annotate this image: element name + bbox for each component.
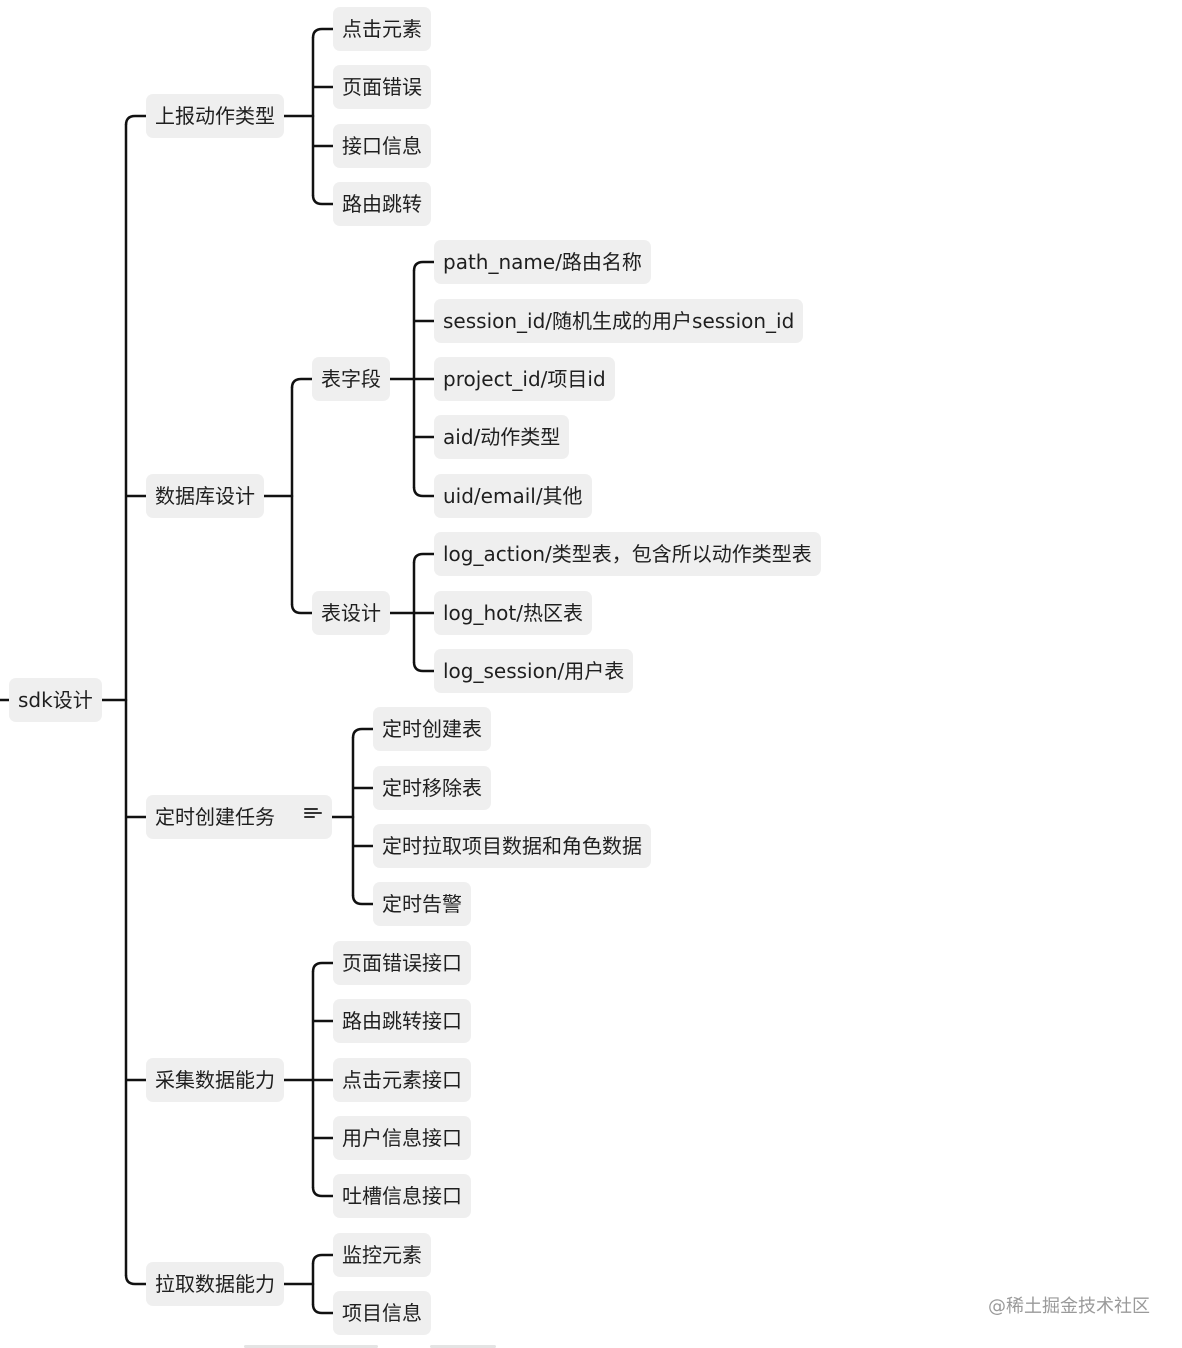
field-node[interactable]: uid/email/其他	[434, 474, 592, 518]
node-label: 页面错误接口	[342, 951, 462, 975]
leaf-node[interactable]: 接口信息	[333, 124, 431, 168]
node-label: 定时创建任务	[155, 805, 275, 829]
connector	[311, 27, 333, 39]
connector	[311, 194, 333, 206]
node-label: aid/动作类型	[443, 425, 561, 449]
leaf-node[interactable]: 点击元素接口	[333, 1058, 471, 1102]
node-label: 吐槽信息接口	[342, 1184, 462, 1208]
connector	[124, 114, 146, 126]
node-label: 路由跳转	[342, 192, 422, 216]
bottom-stub	[244, 1345, 378, 1348]
leaf-node[interactable]: 路由跳转接口	[333, 999, 471, 1043]
connector	[412, 260, 434, 272]
connector	[412, 486, 434, 498]
node-label: 数据库设计	[155, 484, 255, 508]
node-label: 表设计	[321, 601, 381, 625]
node-label: 上报动作类型	[155, 104, 275, 128]
field-node[interactable]: session_id/随机生成的用户session_id	[434, 299, 804, 343]
leaf-node[interactable]: 页面错误接口	[333, 941, 471, 985]
field-node[interactable]: project_id/项目id	[434, 357, 615, 401]
leaf-node[interactable]: 项目信息	[333, 1291, 431, 1335]
node-label: 拉取数据能力	[155, 1272, 275, 1296]
connector	[311, 961, 333, 973]
connector	[351, 727, 373, 739]
root-node[interactable]: sdk设计	[9, 678, 102, 722]
connector	[311, 1303, 333, 1315]
node-label: sdk设计	[18, 688, 93, 712]
sub-node-1[interactable]: 表字段	[312, 357, 390, 401]
watermark: @稀土掘金技术社区	[988, 1296, 1150, 1317]
node-label: 路由跳转接口	[342, 1009, 462, 1033]
branch-node-3[interactable]: 定时创建任务	[146, 795, 332, 839]
connector	[290, 603, 312, 615]
node-label: 接口信息	[342, 134, 422, 158]
node-label: 表字段	[321, 367, 381, 391]
node-label: 定时创建表	[382, 717, 482, 741]
node-label: 定时告警	[382, 892, 462, 916]
node-label: 定时移除表	[382, 776, 482, 800]
leaf-node[interactable]: 定时创建表	[373, 707, 491, 751]
node-label: log_action/类型表，包含所以动作类型表	[443, 542, 812, 566]
leaf-node[interactable]: 监控元素	[333, 1233, 431, 1277]
field-node[interactable]: path_name/路由名称	[434, 240, 651, 284]
field-node[interactable]: log_session/用户表	[434, 649, 634, 693]
field-node[interactable]: aid/动作类型	[434, 415, 570, 459]
leaf-node[interactable]: 吐槽信息接口	[333, 1174, 471, 1218]
connector	[412, 661, 434, 673]
leaf-node[interactable]: 点击元素	[333, 7, 431, 51]
node-label: 用户信息接口	[342, 1126, 462, 1150]
leaf-node[interactable]: 定时告警	[373, 882, 471, 926]
field-node[interactable]: log_action/类型表，包含所以动作类型表	[434, 532, 821, 576]
node-label: path_name/路由名称	[443, 250, 642, 274]
connector	[311, 1186, 333, 1198]
node-label: 定时拉取项目数据和角色数据	[382, 834, 642, 858]
branch-node-4[interactable]: 采集数据能力	[146, 1058, 284, 1102]
leaf-node[interactable]: 路由跳转	[333, 182, 431, 226]
node-label: 点击元素	[342, 17, 422, 41]
node-label: uid/email/其他	[443, 484, 583, 508]
node-label: 项目信息	[342, 1301, 422, 1325]
node-label: project_id/项目id	[443, 367, 606, 391]
bottom-stub	[430, 1345, 496, 1348]
node-label: 页面错误	[342, 75, 422, 99]
connector	[351, 894, 373, 906]
leaf-node[interactable]: 页面错误	[333, 65, 431, 109]
node-label: session_id/随机生成的用户session_id	[443, 309, 795, 333]
branch-node-5[interactable]: 拉取数据能力	[146, 1262, 284, 1306]
leaf-node[interactable]: 用户信息接口	[333, 1116, 471, 1160]
connector	[311, 1253, 333, 1265]
node-label: log_session/用户表	[443, 659, 625, 683]
leaf-node[interactable]: 定时拉取项目数据和角色数据	[373, 824, 651, 868]
connector	[290, 377, 312, 389]
node-label: log_hot/热区表	[443, 601, 583, 625]
connector	[412, 552, 434, 564]
node-label: 监控元素	[342, 1243, 422, 1267]
node-label: 采集数据能力	[155, 1068, 275, 1092]
field-node[interactable]: log_hot/热区表	[434, 591, 592, 635]
sub-node-2[interactable]: 表设计	[312, 591, 390, 635]
branch-node-1[interactable]: 上报动作类型	[146, 94, 284, 138]
node-label: 点击元素接口	[342, 1068, 462, 1092]
leaf-node[interactable]: 定时移除表	[373, 766, 491, 810]
notes-icon[interactable]	[304, 808, 322, 824]
connector	[124, 1274, 146, 1286]
branch-node-2[interactable]: 数据库设计	[146, 474, 264, 518]
